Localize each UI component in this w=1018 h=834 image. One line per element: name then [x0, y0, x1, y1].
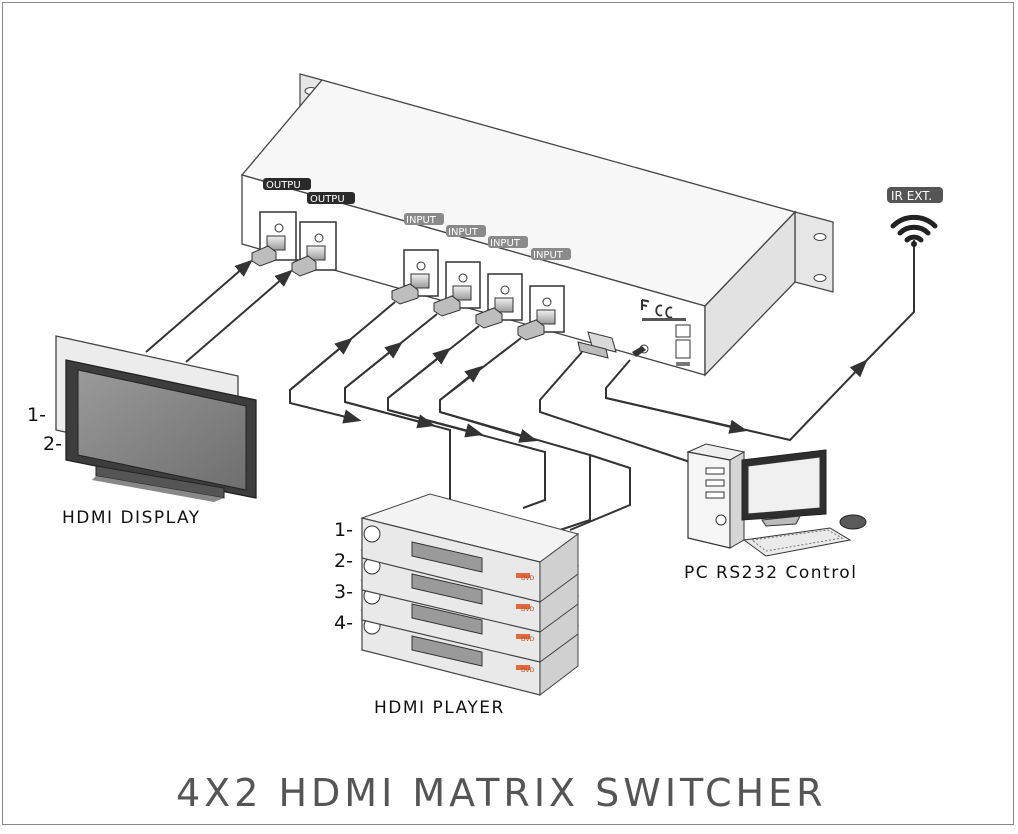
dvd-badge: DVD [521, 606, 535, 613]
diagram-title: 4X2 HDMI MATRIX SWITCHER [176, 771, 827, 815]
player-number-1: 1- [334, 519, 353, 541]
input-tag-2: INPUT [446, 225, 486, 238]
player-number-3: 3- [334, 581, 353, 603]
pc-rs232: PC RS232 Control [684, 443, 867, 583]
input-tag-label: INPUT [533, 250, 564, 261]
wireless-icon [890, 214, 938, 243]
ir-tag [887, 187, 943, 203]
display-label: HDMI DISPLAY [62, 508, 201, 528]
dvd-badge: DVD [521, 667, 535, 674]
ir-label: IR EXT. [891, 189, 932, 203]
switcher-side [704, 210, 796, 377]
pc-tower [687, 451, 731, 549]
player-number-2: 2- [334, 550, 353, 572]
input-port-3 [475, 273, 523, 329]
ir-cable-arrow [605, 397, 748, 434]
input-cable-4-arrow [439, 365, 483, 401]
input-tag-4: INPUT [531, 248, 571, 261]
ir-cable-top [864, 240, 915, 363]
output-tag-label: OUTPU [310, 194, 345, 205]
display-number-2: 2- [43, 433, 62, 455]
player-1 [360, 493, 580, 603]
certification-marks [641, 299, 691, 366]
rack-hole [813, 274, 827, 282]
player-label: HDMI PLAYER [374, 698, 505, 718]
output-cable-1 [145, 259, 253, 353]
input-port-2 [433, 261, 481, 317]
output-tag-2: OUTPU [307, 192, 355, 205]
rs232-connector [577, 331, 617, 359]
input-cable-3-arrow-b [387, 409, 484, 438]
dvd-badge: DVD [521, 575, 535, 582]
input-cable-2-arrow [344, 341, 403, 389]
input-cable-4-b [569, 454, 631, 531]
input-tag-label: INPUT [406, 215, 437, 226]
input-cable-1-arrow [289, 337, 353, 391]
ir-jack [632, 344, 649, 357]
output-tag-label: OUTPU [266, 180, 301, 191]
input-tag-label: INPUT [490, 238, 521, 249]
input-cable-2-arrow-b [344, 401, 436, 429]
input-tag-label: INPUT [448, 227, 479, 238]
input-tag-3: INPUT [488, 236, 528, 249]
display-number-1: 1- [27, 404, 46, 426]
matrix-switcher: OUTPU OUTPU INPUT INPUT INPUT INPUT [240, 73, 834, 377]
ir-extender: IR EXT. [887, 187, 943, 247]
output-cable-2 [185, 269, 293, 363]
player-number-4: 4- [334, 612, 353, 634]
output-tag-1: OUTPU [263, 178, 311, 191]
hdmi-player-stack: 1- 2- 3- 4- DVD DVD DVD DVD HDMI PLAYER [334, 493, 580, 718]
cables [145, 240, 915, 531]
output-port-2 [291, 221, 337, 277]
input-port-1 [391, 249, 439, 305]
rs232-cable [539, 351, 691, 463]
input-cable-3-arrow [387, 347, 451, 399]
input-port-4 [517, 285, 565, 341]
pc-mouse [839, 514, 867, 530]
rack-hole [813, 233, 827, 241]
input-tag-1: INPUT [404, 213, 444, 226]
display-screen [77, 369, 247, 491]
rack-ear-right [794, 211, 834, 293]
input-cable-4-arrow-b [439, 411, 538, 443]
hdmi-display: 1- 2- HDMI DISPLAY [27, 335, 257, 528]
pc-label: PC RS232 Control [684, 563, 857, 583]
dvd-badge: DVD [521, 636, 535, 643]
pc-keyboard [742, 527, 852, 557]
